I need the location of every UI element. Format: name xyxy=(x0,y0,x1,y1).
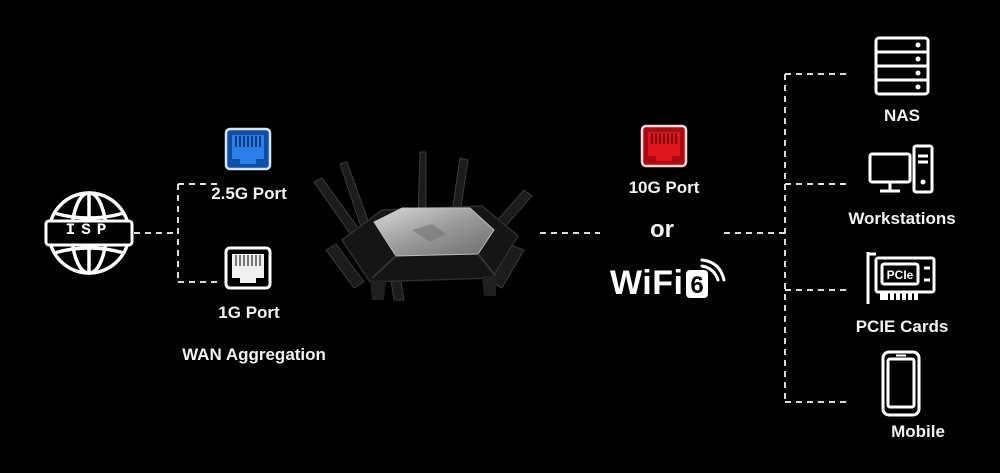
pcie-chip-text: PCIe xyxy=(887,268,914,282)
ethernet-port-1g-icon xyxy=(224,246,272,290)
port-25g-label: 2.5G Port xyxy=(211,184,287,203)
ethernet-port-25g-icon xyxy=(224,127,272,171)
router-icon xyxy=(313,151,533,301)
device-label-pcie: PCIE Cards xyxy=(855,317,949,336)
port-1g-label: 1G Port xyxy=(218,303,280,322)
device-label-nas: NAS xyxy=(884,106,920,125)
globe-icon xyxy=(44,191,134,275)
phone-icon xyxy=(881,350,921,417)
device-label-mobile: Mobile xyxy=(891,422,945,441)
wan-aggregation-label: WAN Aggregation xyxy=(182,345,326,364)
port-10g-label: 10G Port xyxy=(628,178,700,197)
ethernet-port-10g-icon xyxy=(640,124,688,168)
wifi-logo-text: WiFi xyxy=(610,264,684,302)
pcie-card-icon: PCIe xyxy=(866,252,936,304)
wifi6-badge-icon: 6 xyxy=(686,258,726,299)
server-icon xyxy=(874,36,930,96)
isp-label: ISP xyxy=(65,221,113,239)
desktop-icon xyxy=(868,144,934,194)
or-label: or xyxy=(650,216,674,243)
device-label-workstations: Workstations xyxy=(848,209,956,228)
wifi6-badge-number: 6 xyxy=(690,272,703,299)
